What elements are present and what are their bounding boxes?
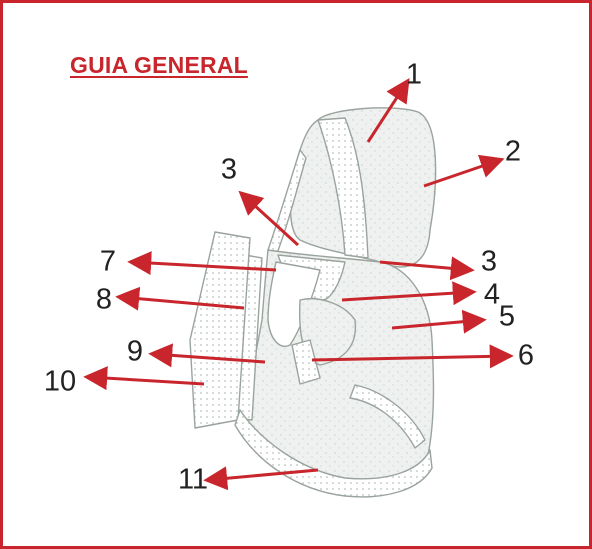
arrow-8 xyxy=(115,286,245,311)
diagram-title: GUIA GENERAL xyxy=(70,52,248,78)
arrow-6 xyxy=(311,344,514,369)
callout-2: 2 xyxy=(504,135,522,168)
callout-8: 8 xyxy=(95,283,113,316)
arrow-5 xyxy=(391,309,487,334)
arrow-3-upper xyxy=(238,190,300,247)
arrow-4 xyxy=(341,281,477,306)
eyelet-band xyxy=(291,339,321,385)
callout-3-right: 3 xyxy=(480,245,498,278)
arrows xyxy=(83,77,514,491)
boot-sketch xyxy=(189,107,437,498)
arrow-10 xyxy=(83,366,205,391)
callout-1: 1 xyxy=(405,58,423,91)
arrow-1 xyxy=(366,77,410,143)
sole-strip xyxy=(234,409,433,498)
toe-seam xyxy=(349,384,426,449)
callout-5: 5 xyxy=(498,300,516,333)
arrow-9 xyxy=(148,343,266,368)
callout-7: 7 xyxy=(99,245,117,278)
callout-10: 10 xyxy=(43,365,77,398)
callout-9: 9 xyxy=(126,335,144,368)
arrow-3-right xyxy=(379,256,475,281)
callout-11: 11 xyxy=(177,463,209,496)
arrow-11 xyxy=(203,466,319,491)
heel-plate xyxy=(189,231,251,429)
callout-3-upper: 3 xyxy=(220,153,238,186)
shaft-seam-band xyxy=(317,117,369,259)
arrow-7 xyxy=(127,251,277,276)
arrow-2 xyxy=(423,154,505,188)
callout-6: 6 xyxy=(517,339,535,372)
callout-4: 4 xyxy=(483,278,501,311)
